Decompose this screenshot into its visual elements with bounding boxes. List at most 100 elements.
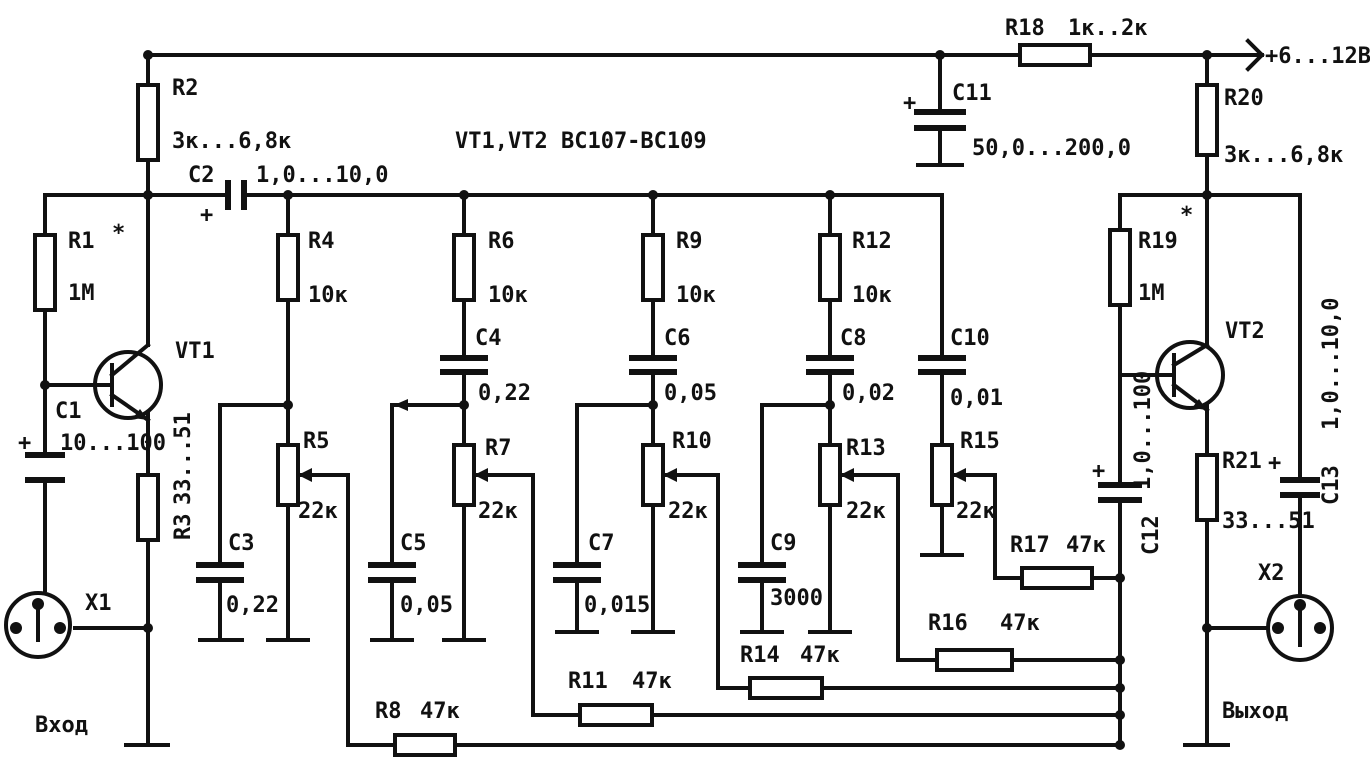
- r10-body: [641, 443, 665, 507]
- c10-plates: [918, 355, 966, 375]
- c8-plates: [806, 355, 854, 375]
- r19-body: [1108, 228, 1132, 307]
- c3-ref: C3: [228, 531, 255, 556]
- r10-ref: R10: [672, 429, 712, 454]
- r21-body: [1195, 453, 1219, 522]
- r1-ref: R1: [68, 229, 95, 254]
- r12-ref: R12: [852, 229, 892, 254]
- c2-ref: C2: [188, 163, 215, 188]
- r4-body: [276, 233, 300, 302]
- c10-value: 0,01: [950, 386, 1003, 411]
- c2-plates: [225, 180, 247, 210]
- r18-ref: R18: [1005, 16, 1045, 41]
- r15-value: 22к: [956, 499, 996, 524]
- vt2-symbol: [1155, 340, 1225, 413]
- vt2-label: VT2: [1225, 319, 1265, 344]
- r2-ref: R2: [172, 76, 199, 101]
- r1-body: [33, 233, 57, 312]
- r14-value: 47к: [800, 643, 840, 668]
- c11-value: 50,0...200,0: [972, 136, 1131, 161]
- r9-value: 10к: [676, 283, 716, 308]
- c13-plus: +: [1268, 451, 1281, 476]
- r5-body: [276, 443, 300, 507]
- c1-ref: C1: [55, 399, 82, 424]
- r8-value: 47к: [420, 699, 460, 724]
- r21-value: 33...51: [1222, 509, 1315, 534]
- r19-value: 1M: [1138, 281, 1165, 306]
- c13-ref: C13: [1319, 465, 1344, 505]
- r13-body: [818, 443, 842, 507]
- r19-star: *: [1180, 203, 1193, 228]
- c13-plates: [1280, 477, 1320, 498]
- c8-value: 0,02: [842, 381, 895, 406]
- r18-body: [1018, 43, 1092, 67]
- c3-plates: [196, 562, 244, 583]
- r13-ref: R13: [846, 436, 886, 461]
- r2-body: [136, 83, 160, 162]
- r8-body: [393, 733, 457, 757]
- r19-ref: R19: [1138, 229, 1178, 254]
- r5-value: 22к: [298, 499, 338, 524]
- r16-value: 47к: [1000, 611, 1040, 636]
- c8-ref: C8: [840, 326, 867, 351]
- r14-body: [748, 676, 824, 700]
- r6-ref: R6: [488, 229, 515, 254]
- r3-value: 33...51: [171, 412, 196, 505]
- r13-value: 22к: [846, 499, 886, 524]
- c9-ref: C9: [770, 531, 797, 556]
- labels: VT1,VT2 BC107-BC109 +6...12В R18 1к..2к …: [18, 16, 1370, 738]
- c12-plus: +: [1092, 459, 1105, 484]
- c7-plates: [553, 562, 601, 583]
- capacitors: [25, 109, 1320, 583]
- c1-plus: +: [18, 431, 31, 456]
- r7-body: [452, 443, 476, 507]
- c11-plus: +: [903, 91, 916, 116]
- r1-star: *: [112, 221, 125, 246]
- r9-body: [641, 233, 665, 302]
- c12-value: 1,0...100: [1131, 371, 1156, 490]
- supply-label: +6...12В: [1265, 44, 1370, 69]
- c11-ref: C11: [952, 81, 992, 106]
- r15-body: [930, 443, 954, 507]
- r16-ref: R16: [928, 611, 968, 636]
- r21-ref: R21: [1222, 449, 1262, 474]
- r9-ref: R9: [676, 229, 703, 254]
- r6-body: [452, 233, 476, 302]
- c9-value: 3000: [770, 586, 823, 611]
- r6-value: 10к: [488, 283, 528, 308]
- r20-body: [1195, 83, 1219, 157]
- r17-body: [1020, 566, 1094, 590]
- c13-value: 1,0...10,0: [1319, 298, 1344, 430]
- r4-ref: R4: [308, 229, 335, 254]
- wiper-arrows: [298, 399, 966, 482]
- c6-value: 0,05: [664, 381, 717, 406]
- r17-value: 47к: [1066, 533, 1106, 558]
- r11-body: [578, 703, 654, 727]
- r3-body: [136, 473, 160, 542]
- c4-value: 0,22: [478, 381, 531, 406]
- c12-plates: [1098, 482, 1142, 503]
- c4-ref: C4: [475, 326, 502, 351]
- c2-value: 1,0...10,0: [256, 163, 388, 188]
- x2-label: X2: [1258, 561, 1285, 586]
- r15-ref: R15: [960, 429, 1000, 454]
- r1-value: 1M: [68, 281, 95, 306]
- c5-plates: [368, 562, 416, 583]
- x1-label: X1: [85, 591, 112, 616]
- c1-value: 10...100: [60, 431, 166, 456]
- c7-value: 0,015: [584, 593, 650, 618]
- c9-plates: [738, 562, 786, 583]
- c11-plates: [914, 109, 966, 131]
- r18-value: 1к..2к: [1068, 16, 1147, 41]
- c3-value: 0,22: [226, 593, 279, 618]
- r11-ref: R11: [568, 669, 608, 694]
- r2-value: 3к...6,8к: [172, 129, 291, 154]
- c1-plates: [25, 452, 65, 483]
- r7-ref: R7: [485, 436, 512, 461]
- r5-ref: R5: [303, 429, 330, 454]
- r14-ref: R14: [740, 643, 780, 668]
- c10-ref: C10: [950, 326, 990, 351]
- r20-ref: R20: [1224, 86, 1264, 111]
- c5-value: 0,05: [400, 593, 453, 618]
